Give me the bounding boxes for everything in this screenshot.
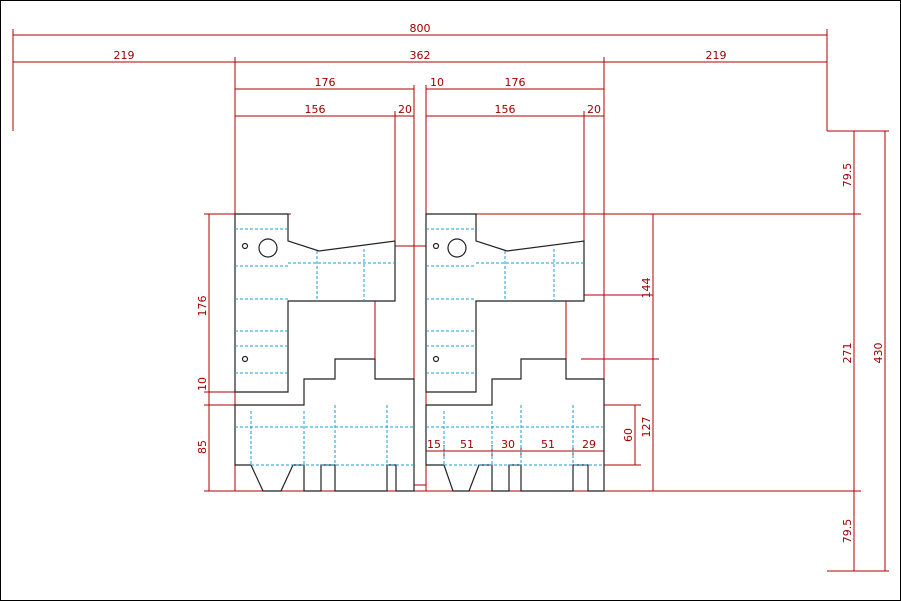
dim-top-margin: 79.5 — [841, 163, 854, 188]
dim-inner-left-156: 156 — [305, 103, 326, 116]
dim-lower-height: 127 — [640, 417, 653, 438]
blank-left — [234, 213, 415, 492]
dim-right-margin: 219 — [706, 49, 727, 62]
dim-left-height-85: 85 — [196, 440, 209, 454]
dim-inner-right-20: 20 — [587, 103, 601, 116]
dim-total-height: 430 — [872, 343, 885, 364]
dim-inner-right-156: 156 — [495, 103, 516, 116]
dimension-lines — [12, 29, 889, 572]
dim-lower-panel-60: 60 — [622, 428, 635, 442]
dim-left-height-176: 176 — [196, 296, 209, 317]
dim-layout-height: 271 — [841, 343, 854, 364]
dim-left-margin: 219 — [114, 49, 135, 62]
dim-bottom-margin: 79.5 — [841, 519, 854, 544]
dim-blank-width-left: 176 — [315, 76, 336, 89]
dim-seg-29: 29 — [582, 438, 596, 451]
dim-seg-15: 15 — [427, 438, 441, 451]
blank-right — [425, 213, 605, 492]
dim-inner-left-20: 20 — [398, 103, 412, 116]
dim-upper-height: 144 — [640, 278, 653, 299]
dim-total-width: 800 — [410, 22, 431, 35]
dim-layout-width: 362 — [410, 49, 431, 62]
dim-left-gap-10: 10 — [196, 377, 209, 391]
dim-blank-width-right: 176 — [505, 76, 526, 89]
dim-seg-51b: 51 — [541, 438, 555, 451]
dim-seg-51a: 51 — [460, 438, 474, 451]
dim-gap: 10 — [430, 76, 444, 89]
dim-seg-30: 30 — [501, 438, 515, 451]
